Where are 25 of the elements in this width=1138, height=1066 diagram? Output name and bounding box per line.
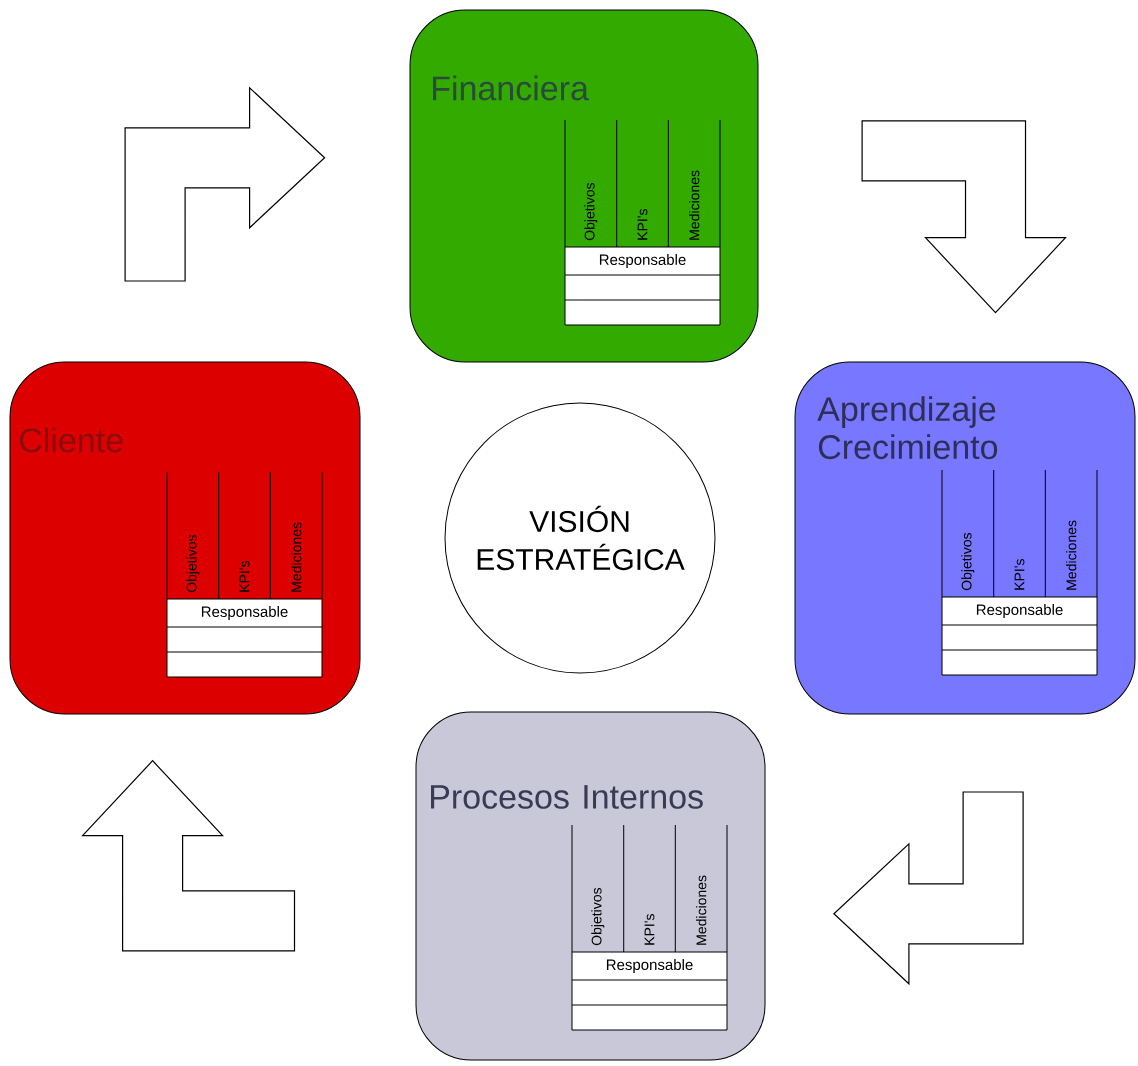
column-header: KPI's: [239, 561, 250, 592]
column-header: Mediciones: [291, 522, 302, 592]
column-header: Objetivos: [186, 534, 200, 593]
column-header: Objetivos: [961, 532, 975, 591]
block-arrow: [124, 86, 326, 282]
box-title: Cliente: [19, 427, 123, 453]
column-header: Mediciones: [1066, 520, 1077, 590]
row-header: Responsable: [606, 959, 693, 973]
block-arrow: [81, 759, 296, 952]
column-header: KPI's: [644, 914, 655, 945]
column-header: KPI's: [637, 209, 648, 240]
row-header: Responsable: [976, 604, 1063, 618]
column-header: Mediciones: [696, 875, 707, 945]
column-header: KPI's: [1014, 559, 1025, 590]
box-title: Financiera: [433, 75, 589, 101]
box-title: Aprendizaje Crecimiento: [817, 396, 998, 460]
column-header: Objetivos: [591, 887, 605, 946]
row-header: Responsable: [201, 606, 288, 620]
circle-label: VISIÓN ESTRATÉGICA: [477, 505, 685, 571]
box-title: Procesos Internos: [431, 785, 703, 809]
block-arrow: [833, 791, 1024, 986]
row-header: Responsable: [599, 254, 686, 268]
column-header: Objetivos: [584, 182, 598, 241]
column-header: Mediciones: [689, 170, 700, 240]
block-arrow: [861, 120, 1067, 314]
